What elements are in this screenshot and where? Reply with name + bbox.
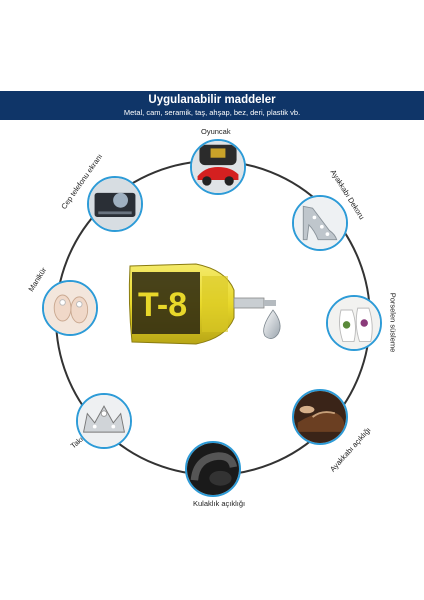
header-subtitle: Metal, cam, seramik, taş, ahşap, bez, de… — [123, 108, 301, 117]
header-title: Uygulanabilir maddeler — [148, 94, 276, 106]
toy-car-icon — [190, 139, 246, 195]
header-banner: Uygulanabilir maddeler Metal, cam, seram… — [0, 91, 424, 120]
decorated-heel-icon — [292, 195, 348, 251]
phone-screen-icon — [87, 176, 143, 232]
label-oyuncak: Oyuncak — [201, 127, 231, 136]
leather-shoe-icon — [292, 389, 348, 445]
earphone-icon — [185, 441, 241, 497]
label-kulaklik-acikligi: Kulaklık açıklığı — [193, 499, 246, 508]
label-porselen-susleme: Porselen süsleme — [388, 292, 398, 353]
nail-rhinestone-icon — [42, 280, 98, 336]
tiara-icon — [76, 393, 132, 449]
glue-tube-image: T-8 — [128, 263, 281, 345]
porcelain-vase-icon — [326, 295, 382, 351]
tube-text: T-8 — [138, 286, 187, 324]
